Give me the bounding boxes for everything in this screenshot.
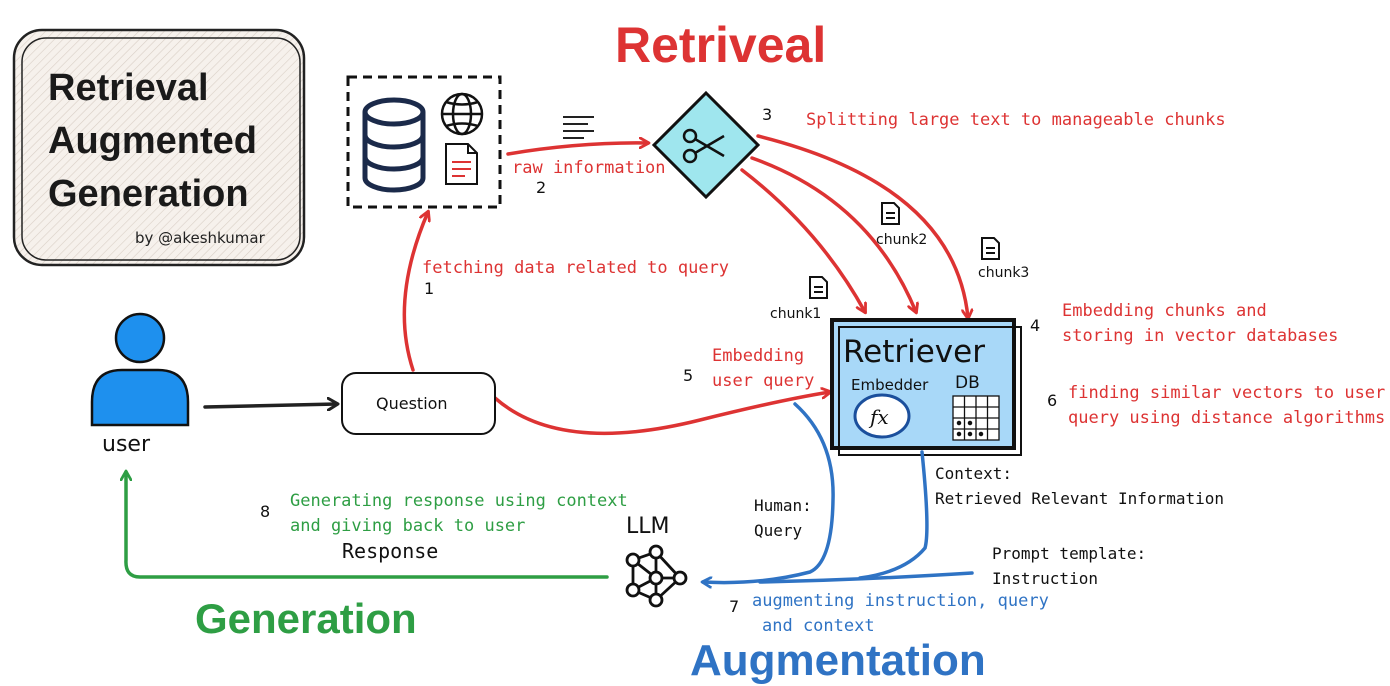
question-label: Question	[376, 394, 448, 413]
step-8: 8	[260, 502, 270, 521]
generation-arrow	[126, 472, 609, 579]
user-to-question-arrow	[203, 404, 337, 407]
step-7: 7	[729, 597, 739, 616]
title-line-1: Retrieval	[48, 67, 209, 109]
step-2: 2	[536, 178, 546, 197]
embedding-query-annotation-1: Embedding	[712, 346, 804, 366]
step-4: 4	[1030, 316, 1040, 335]
prompt-annotation-2: Instruction	[992, 569, 1098, 588]
step-1: 1	[424, 279, 434, 298]
raw-information-annotation: raw information	[512, 158, 666, 178]
augmenting-annotation-2: and context	[762, 616, 875, 636]
context-annotation-1: Context:	[935, 464, 1012, 483]
user-label: user	[102, 432, 151, 457]
embedding-chunks-annotation-1: Embedding chunks and	[1062, 301, 1267, 321]
phase-augmentation-heading: Augmentation	[690, 636, 986, 685]
human-annotation-2: Query	[754, 521, 803, 540]
title-line-3: Generation	[48, 173, 249, 215]
db-label: DB	[955, 373, 980, 393]
svg-text:fx: fx	[868, 405, 889, 429]
scissors-icon	[682, 128, 725, 164]
embedding-chunks-annotation-2: storing in vector databases	[1062, 326, 1338, 346]
database-icon	[362, 97, 426, 193]
generating-annotation-1: Generating response using context	[290, 491, 628, 511]
question-node: Question	[341, 372, 496, 435]
splitting-annotation: Splitting large text to manageable chunk…	[806, 110, 1226, 130]
chunk-document-icon	[809, 276, 828, 299]
text-lines-icon	[563, 116, 594, 139]
fx-icon: fx	[853, 393, 911, 439]
step-3: 3	[762, 105, 772, 124]
retrieval-arrows	[402, 134, 968, 436]
llm-label: LLM	[626, 514, 670, 539]
title-card: Retrieval Augmented Generation by @akesh…	[12, 28, 306, 267]
embedding-query-annotation-2: user query	[712, 371, 814, 391]
generating-annotation-2: and giving back to user	[290, 516, 525, 536]
embedder-label: Embedder	[851, 376, 929, 394]
phase-retrieval-heading: Retriveal	[615, 17, 826, 73]
prompt-annotation-1: Prompt template:	[992, 544, 1146, 563]
retriever-box: Retriever Embedder DB fx	[830, 318, 1022, 456]
human-annotation-1: Human:	[754, 496, 812, 515]
user-icon	[90, 312, 190, 427]
chunk1-label: chunk1	[770, 306, 821, 322]
neural-network-icon	[625, 544, 688, 608]
response-label: Response	[342, 539, 438, 563]
step-5: 5	[683, 366, 693, 385]
author-credit: by @akeshkumar	[135, 229, 266, 247]
document-icon	[445, 143, 478, 185]
chunk-document-icon	[981, 237, 1000, 260]
chunk3-label: chunk3	[978, 265, 1029, 281]
chunk2-label: chunk2	[876, 232, 927, 248]
phase-generation-heading: Generation	[195, 595, 417, 642]
augmentation-arrows	[703, 402, 974, 583]
chunk-document-icon	[881, 202, 900, 225]
fetching-annotation: fetching data related to query	[422, 258, 729, 278]
similarity-annotation-1: finding similar vectors to user	[1068, 383, 1385, 403]
context-annotation-2: Retrieved Relevant Information	[935, 489, 1224, 508]
similarity-annotation-2: query using distance algorithms	[1068, 408, 1385, 428]
retriever-label: Retriever	[843, 334, 985, 370]
db-grid-icon	[952, 395, 1000, 441]
globe-icon	[440, 92, 484, 136]
chunking-splitter	[651, 90, 761, 200]
augmenting-annotation-1: augmenting instruction, query	[752, 591, 1049, 611]
title-line-2: Augmented	[48, 120, 257, 162]
data-sources-box	[346, 75, 502, 209]
step-6: 6	[1047, 391, 1057, 410]
